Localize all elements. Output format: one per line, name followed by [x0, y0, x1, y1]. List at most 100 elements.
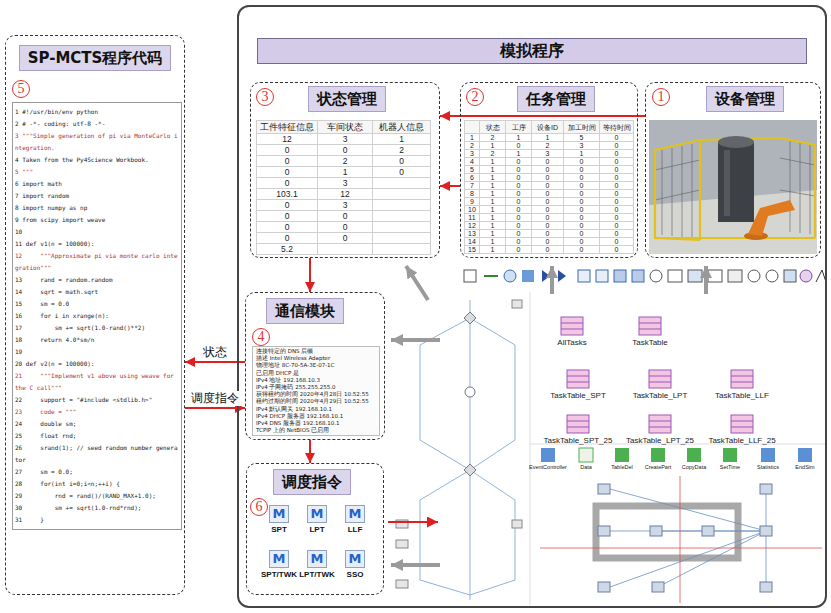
- object-label: SetTime: [720, 464, 740, 472]
- equipment-scene-part: [718, 142, 754, 222]
- toolbar-part: [748, 270, 760, 282]
- table-value: 1: [480, 174, 505, 181]
- table-value: 0: [600, 198, 633, 205]
- toolbar-part: [542, 270, 550, 282]
- code-line: 1 #!/usr/bin/env python: [15, 106, 179, 118]
- toolbar-part: [708, 270, 722, 282]
- callout-number: 4: [252, 328, 270, 346]
- equipment-scene-part: [655, 138, 815, 240]
- table-header: 车间状态: [318, 121, 372, 134]
- table-value: 0: [600, 230, 633, 237]
- table-value: 0: [532, 166, 563, 173]
- table-value: 0: [600, 174, 633, 181]
- table-cell: 2: [318, 156, 373, 167]
- toolbar: [464, 270, 826, 282]
- code-line: 8 import numpy as np: [15, 202, 179, 214]
- table-value: 0: [257, 178, 317, 188]
- table-value: 0: [373, 167, 430, 177]
- module-icon: M: [307, 550, 327, 568]
- table-icons-part: [731, 415, 753, 433]
- code-line: 14 sqrt = math.sqrt: [15, 286, 179, 298]
- code-line: 10: [15, 226, 179, 238]
- table-cell: 1: [480, 158, 506, 166]
- table-cell: 0: [532, 206, 564, 214]
- table-header: 机器人信息: [373, 121, 430, 134]
- object-label: TaskTable_SPT: [550, 391, 606, 401]
- module-icon: M: [307, 505, 327, 523]
- flow-arrow: [309, 258, 311, 292]
- flow-view-part-part: [470, 318, 515, 470]
- table-value: 0: [564, 158, 599, 165]
- layout-model-part-part: [610, 489, 766, 587]
- table-value: 1: [318, 167, 372, 177]
- code-line: 6 import math: [15, 178, 179, 190]
- layout-model-part: [540, 548, 822, 549]
- table-cell: 1: [480, 190, 506, 198]
- screen-text: 连接特定的 DNS 后缀: [256, 348, 376, 355]
- table-cell: 0: [532, 238, 564, 246]
- method-icons-part: [687, 448, 701, 462]
- toolbar-part: [464, 270, 476, 282]
- table-cell: [373, 233, 431, 244]
- row-number: 15: [465, 246, 479, 253]
- flow-arrow: [309, 440, 311, 463]
- table-value: 1: [480, 238, 505, 245]
- flow-view-part-part: [470, 300, 471, 600]
- object-label: TaskTable_LLF: [715, 391, 769, 401]
- module-icon-box: MSSO: [335, 550, 375, 586]
- table-cell: 12: [256, 134, 318, 145]
- row-number: 3: [465, 150, 479, 157]
- table-cell: 0: [256, 145, 318, 156]
- table-cell: 1: [564, 150, 600, 158]
- table-cell: 0: [506, 198, 532, 206]
- table-cell: 0: [506, 174, 532, 182]
- method-icons: [541, 448, 812, 462]
- table-cell: 1: [480, 214, 506, 222]
- code-line: 29 rnd = rand()/(RAND_MAX+1.0);: [15, 490, 179, 502]
- table-icons-part: [561, 317, 583, 335]
- equipment-scene: [649, 120, 817, 254]
- table-cell: 0: [256, 156, 318, 167]
- flow-view: [396, 292, 826, 605]
- flow-view-part: [464, 312, 476, 324]
- code-line: 7 import random: [15, 190, 179, 202]
- table-value: 1: [480, 198, 505, 205]
- object-label: EndSim: [795, 464, 814, 472]
- table-value: 0: [257, 211, 317, 221]
- code-line: 23 code = """: [15, 406, 179, 418]
- table-cell: 0: [256, 211, 318, 222]
- toolbar-part: [800, 270, 812, 282]
- layout-model-part-part: [760, 484, 772, 494]
- table-value: 3: [318, 200, 372, 210]
- table-value: 0: [600, 222, 633, 229]
- table-cell: 0: [564, 174, 600, 182]
- table-cell: 13: [464, 230, 480, 238]
- table-cell: 0: [532, 198, 564, 206]
- module-icon-box: MSPT/TWK: [259, 550, 299, 586]
- flow-view-part: [465, 387, 475, 397]
- table-value: 0: [564, 214, 599, 221]
- table-cell: 0: [532, 182, 564, 190]
- table-cell: 0: [373, 156, 431, 167]
- screen-text: IPv4 DNS 服务器 192.168.10.1: [256, 420, 376, 427]
- table-cell: 0: [600, 206, 634, 214]
- table-cell: 1: [373, 134, 431, 145]
- table-cell: 103.1: [256, 189, 318, 200]
- table-value: 0: [506, 198, 531, 205]
- row-number: 14: [465, 238, 479, 245]
- table-cell: 12: [318, 189, 373, 200]
- table-cell: 1: [318, 167, 373, 178]
- code-line: 26 srand(1); // seed random number gener…: [15, 442, 179, 466]
- method-icons-part: [798, 448, 812, 462]
- row-number: 12: [465, 222, 479, 229]
- table-cell: 2: [464, 142, 480, 150]
- table-cell: 机器人信息: [373, 120, 431, 134]
- module-label: LLF: [323, 525, 387, 535]
- heading-band: 任务管理: [517, 86, 595, 112]
- layout-model-part-part: [598, 582, 610, 592]
- table-cell: 2: [373, 145, 431, 156]
- table-cell: 0: [506, 230, 532, 238]
- toolbar-part: [484, 275, 498, 277]
- table-cell: 1: [480, 174, 506, 182]
- table-value: 0: [600, 134, 633, 141]
